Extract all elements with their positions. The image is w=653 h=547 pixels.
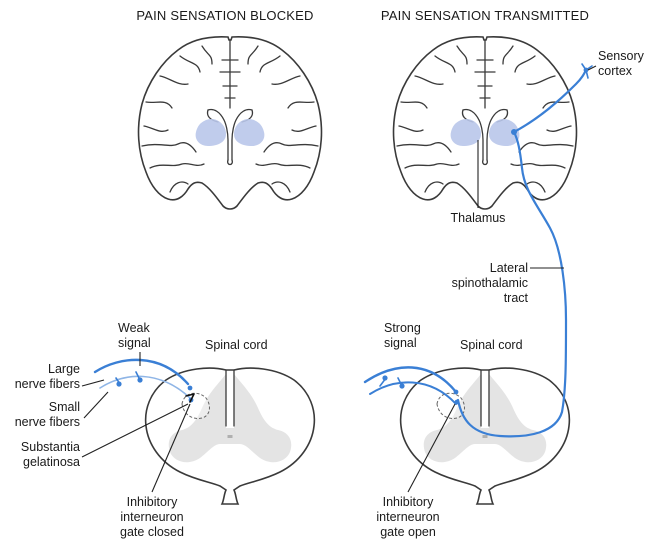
right-cord-label: Spinal cord	[460, 338, 523, 352]
right-brain-section	[394, 37, 577, 209]
left-brain-section	[139, 37, 322, 209]
left-panel-heading: PAIN SENSATION BLOCKED	[136, 8, 313, 23]
right-spinal-cord	[401, 368, 570, 504]
left-spinal-cord	[146, 368, 315, 504]
thalamus-label: Thalamus	[451, 211, 506, 225]
right-panel-heading: PAIN SENSATION TRANSMITTED	[381, 8, 589, 23]
left-cord-label: Spinal cord	[205, 338, 268, 352]
